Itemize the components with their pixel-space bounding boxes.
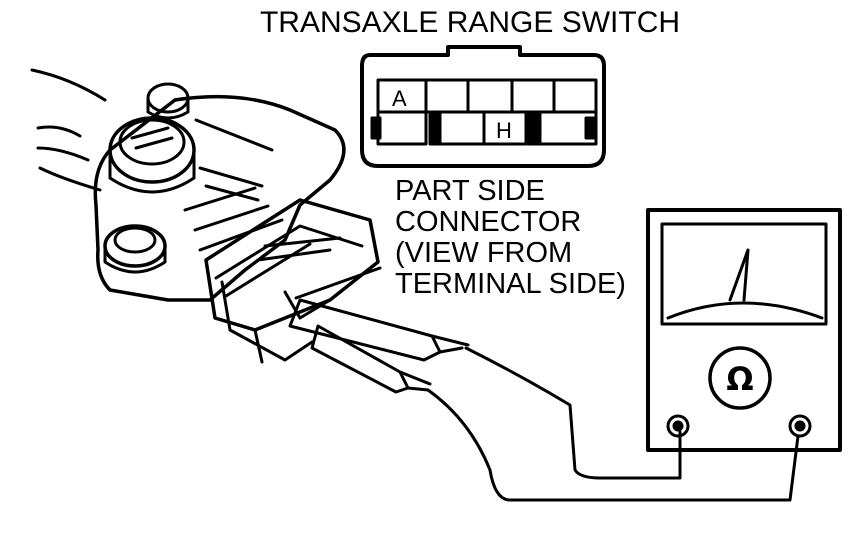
connector-caption: PART SIDE CONNECTOR (VIEW FROM TERMINAL …: [395, 176, 626, 300]
terminal-cavity: [466, 78, 514, 114]
ohm-symbol: Ω: [726, 360, 753, 398]
terminal-cavity: [438, 110, 486, 146]
caption-line-3: (VIEW FROM: [395, 237, 573, 269]
test-probes-icon: [288, 298, 470, 394]
test-lead-1: [464, 346, 682, 480]
terminal-label-h: H: [496, 118, 512, 143]
terminal-cavity: [424, 78, 470, 114]
range-switch-icon: [93, 82, 346, 302]
diagram-title: TRANSAXLE RANGE SWITCH: [259, 6, 681, 39]
caption-line-2: CONNECTOR: [395, 206, 582, 238]
terminal-cavity: [552, 78, 598, 114]
ohmmeter-icon: [646, 208, 842, 452]
hand-icon: [30, 68, 107, 192]
terminal-cavity: [376, 110, 428, 146]
test-lead-2: [426, 388, 800, 502]
terminal-label-a: A: [392, 86, 407, 111]
connector-face-icon: [360, 45, 606, 168]
harness-connector-icon: [204, 198, 382, 364]
terminal-cavity: [510, 78, 556, 114]
caption-line-1: PART SIDE: [395, 175, 545, 207]
terminal-cavity-h: [482, 110, 528, 146]
caption-line-4: TERMINAL SIDE): [395, 268, 626, 300]
